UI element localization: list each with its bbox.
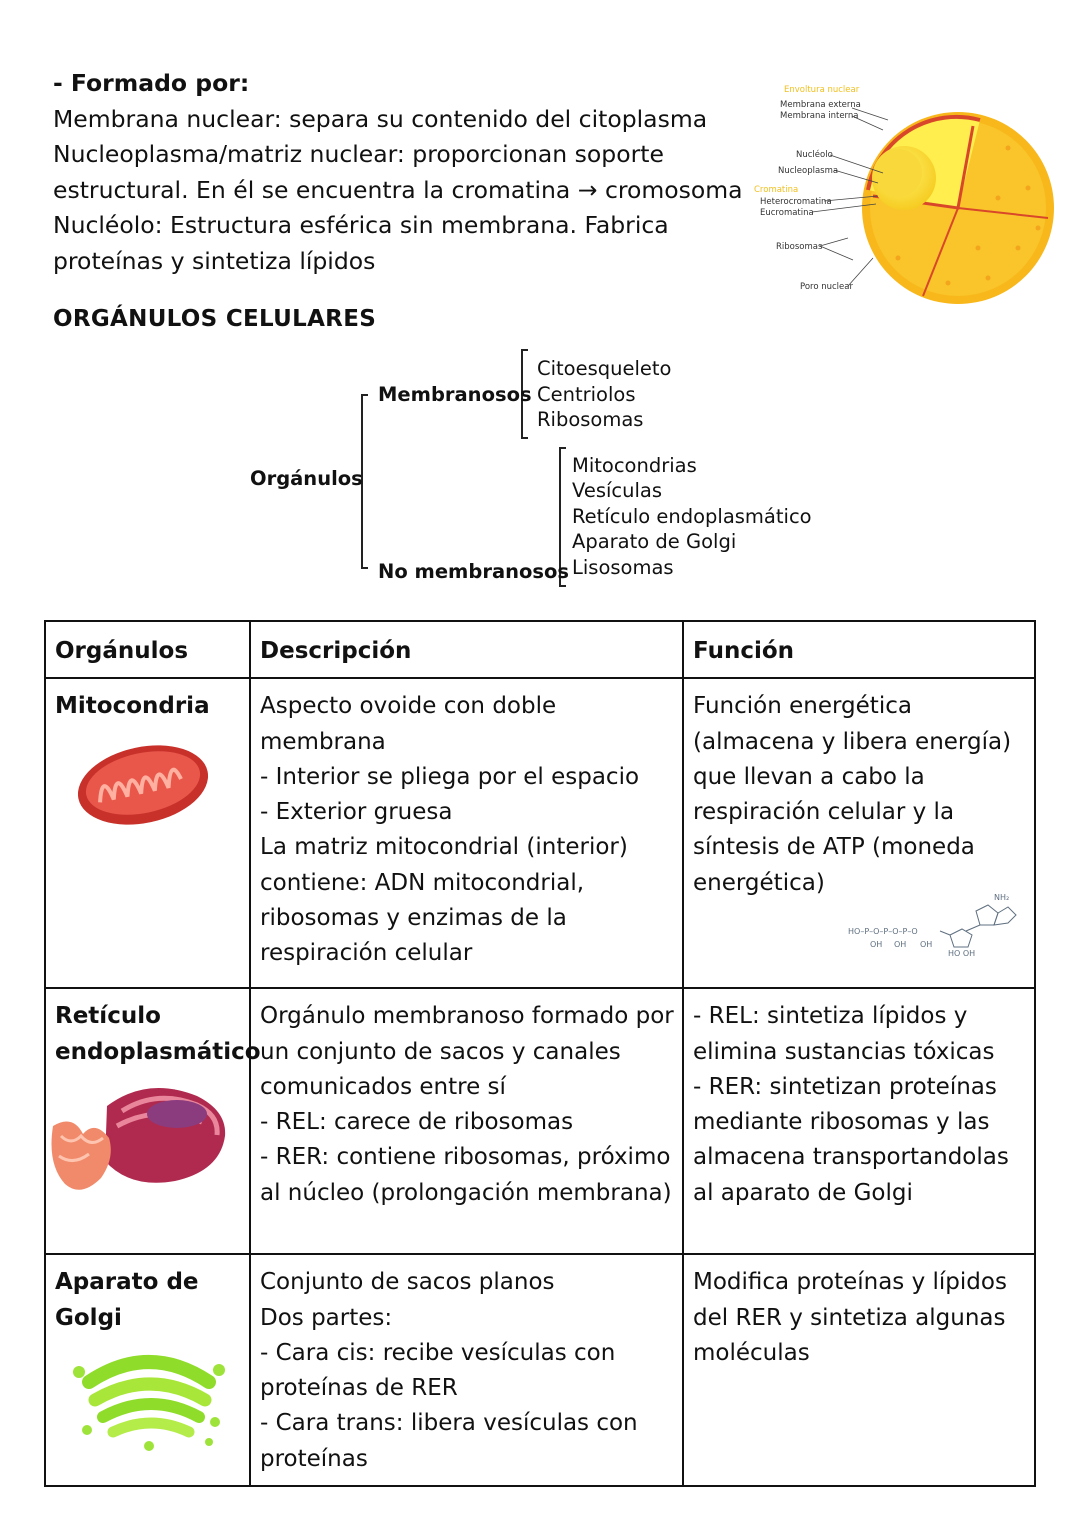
description-cell: Conjunto de sacos planos Dos partes: - C… [249,1253,684,1488]
label-nucleolo: Nucléolo [796,149,833,160]
endoplasmic-reticulum-image [51,1087,226,1190]
atp-oh: OH [894,940,906,949]
intro-line: Nucléolo: Estructura esférica sin membra… [53,211,669,239]
tree-item: Centriolos [537,383,636,406]
nucleus-diagram: Envoltura nuclear Membrana externa Membr… [754,85,1054,304]
tree-item: Mitocondrias [572,454,697,477]
tree-item: Citoesqueleto [537,357,672,380]
table-row: Retículo endoplasmático Orgánulo membran… [44,987,1036,1256]
mitochondria-image [77,744,209,825]
label-eucromatina: Eucromatina [760,208,814,218]
section-title: ORGÁNULOS CELULARES [53,306,377,332]
header-organulos: Orgánulos [44,619,251,680]
organelle-name: Aparato de Golgi [55,1269,199,1331]
organelles-table: Orgánulos Descripción Función Mitocondri… [44,619,1036,1488]
tree-item: Ribosomas [537,408,644,431]
tree-item: Aparato de Golgi [572,530,737,553]
intro-block: - Formado por: Membrana nuclear: separa … [53,66,753,279]
organelle-name: Retículo endoplasmático [55,1003,261,1065]
table-header-row: Orgánulos Descripción Función [44,619,1036,680]
atp-chain: HO–P–O–P–O–P–O [848,927,918,936]
tree-item: Vesículas [572,479,663,502]
atp-nh2: NH₂ [994,893,1009,902]
label-envoltura: Envoltura nuclear [784,85,860,95]
label-cromatina: Cromatina [754,185,798,195]
description-cell: Aspecto ovoide con doble membrana - Inte… [249,677,684,990]
organelle-cell: Aparato de Golgi [44,1253,251,1488]
header-funcion: Función [682,619,1036,680]
tree-item: Lisosomas [572,556,674,579]
function-cell: Función energética (almacena y libera en… [682,677,1036,990]
label-poro: Poro nuclear [800,282,853,292]
atp-ho-oh: HO OH [948,949,975,957]
header-descripcion: Descripción [249,619,684,680]
tree-branch-membranosos: Membranosos [378,383,532,406]
organelle-name: Mitocondria [55,693,210,720]
intro-line: Membrana nuclear: separa su contenido de… [53,104,708,133]
function-text: Función energética (almacena y libera en… [693,693,1012,896]
label-ribosomas: Ribosomas [776,242,823,252]
table-row: Mitocondria Aspecto ovoide con doble mem… [44,677,1036,990]
label-membrana-interna: Membrana interna [780,111,859,121]
atp-oh: OH [920,940,932,949]
function-cell: Modifica proteínas y lípidos del RER y s… [682,1253,1036,1488]
atp-oh: OH [870,940,882,949]
intro-line: Nucleoplasma/matriz nuclear: proporciona… [53,140,664,168]
organelle-cell: Retículo endoplasmático [44,987,261,1256]
label-nucleoplasma: Nucleoplasma [778,166,838,176]
label-membrana-externa: Membrana externa [780,100,861,110]
organelle-cell: Mitocondria [44,677,251,990]
function-cell: - REL: sintetiza lípidos y elimina susta… [682,987,1036,1256]
intro-heading: - Formado por: [53,69,250,97]
tree-branch-no-membranosos: No membranosos [378,560,569,583]
golgi-image [73,1354,225,1451]
atp-structure-image: NH₂ HO–P–O–P–O–P–O OH OH OH HO OH [848,893,1017,957]
description-cell: Orgánulo membranoso formado por un conju… [249,987,684,1256]
intro-line: proteínas y sintetiza lípidos [53,246,376,275]
tree-item: Retículo endoplasmático [572,505,812,528]
intro-line: estructural. En él se encuentra la croma… [53,175,743,204]
table-row: Aparato de Golgi Conjunto de sacos plano… [44,1253,1036,1488]
tree-root: Orgánulos [250,467,363,490]
label-heterocromatina: Heterocromatina [760,197,832,207]
